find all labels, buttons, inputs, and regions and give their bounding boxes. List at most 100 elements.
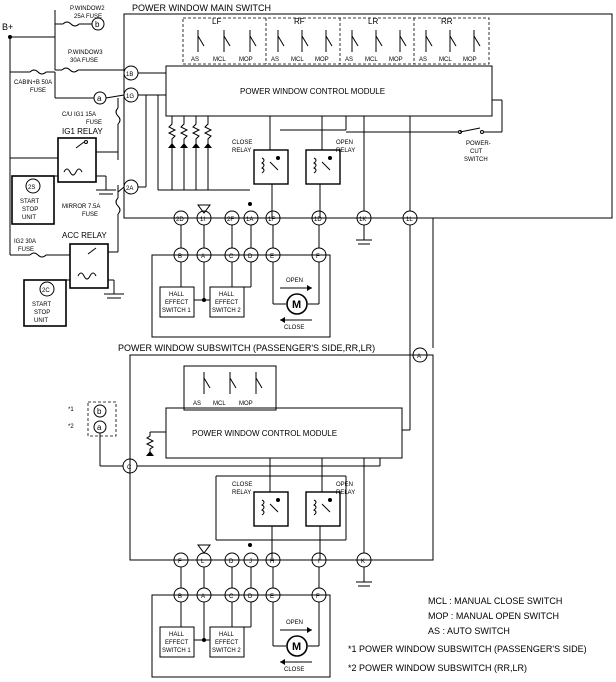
pw3-fuse-label: P.WINDOW3: [68, 50, 103, 56]
sub-hall1-line2: EFFECT: [165, 640, 189, 646]
rr-mcl: MCL: [439, 57, 452, 63]
sub-hall-effect-switch-1: [159, 626, 195, 658]
rr-mop: MOP: [463, 57, 477, 63]
pw2-fuse-symbol: [62, 21, 80, 27]
hall1-line1: HALL: [169, 292, 185, 298]
legend-as: AS : AUTO SWITCH: [428, 626, 510, 636]
hall-effect-switch-1: [159, 286, 195, 318]
ig1-relay-label: IG1 RELAY: [62, 127, 103, 136]
sub-fuse-conn-b-label: b: [97, 407, 102, 416]
main-open-relay-label: OPEN: [336, 140, 353, 146]
conn-1i-label: 1I: [200, 217, 205, 223]
cu-fuse-symbol: [115, 107, 121, 125]
sub-conn-a-label: A: [417, 354, 421, 360]
hall2-line1: HALL: [219, 292, 235, 298]
sub-hall-effect-switch-2: [209, 626, 245, 658]
sub-conn-c-label: C: [127, 465, 132, 471]
acc-relay-coil: [77, 272, 97, 280]
sub-motor-conn-f-label: F: [316, 594, 320, 600]
main-close-relay-word: RELAY: [232, 148, 251, 154]
sub-control-module: [165, 407, 403, 459]
sub-open-relay-label: OPEN: [336, 482, 353, 488]
motor-conn-b-label: B: [178, 254, 182, 260]
conn-2f-label: 2F: [227, 217, 234, 223]
sub-motor-label: M: [292, 641, 301, 653]
ssu2-line3: UNIT: [34, 318, 48, 324]
bplus-label: B+: [2, 22, 13, 32]
conn-2d-label: 2D: [176, 217, 184, 223]
conn-1l-label: 1L: [406, 217, 413, 223]
motor-conn-f-label: F: [316, 254, 320, 260]
cu-fuse-rating: FUSE: [86, 120, 102, 126]
sub-mcl: MCL: [213, 401, 226, 407]
main-close-relay-label: CLOSE: [232, 140, 252, 146]
lr-as: AS: [345, 57, 353, 63]
ig2-fuse-rating: FUSE: [18, 247, 34, 253]
main-close-relay: [253, 149, 289, 185]
ssu1-line2: STOP: [22, 207, 38, 213]
motor-conn-d-label: D: [248, 254, 253, 260]
conn-1g-label: 1G: [126, 94, 134, 100]
conn-2a-label: 2A: [126, 186, 133, 192]
sub-switch-group-box: [183, 365, 277, 411]
ig1-relay-coil: [63, 168, 83, 176]
sub-motor-conn-b-label: B: [178, 594, 182, 600]
main-open-label: OPEN: [286, 278, 303, 284]
sub-conn-l-label: L: [201, 559, 205, 565]
group-rf: RF: [294, 17, 305, 26]
main-control-module-label: POWER WINDOW CONTROL MODULE: [240, 87, 385, 96]
sub-control-module-label: POWER WINDOW CONTROL MODULE: [192, 429, 337, 438]
lf-as: AS: [191, 57, 199, 63]
pw2-fuse-rating: 25A FUSE: [74, 14, 102, 20]
motor-conn-c-label: C: [229, 254, 234, 260]
acc-relay-box: [69, 243, 109, 289]
ground-symbol: [356, 581, 372, 587]
note1-mark: *1: [68, 407, 74, 413]
sub-as: AS: [193, 401, 201, 407]
sub-close-relay-label: CLOSE: [232, 482, 252, 488]
note2-mark: *2: [68, 424, 74, 430]
mirror-fuse-symbol: [115, 197, 121, 215]
sub-conn-h-label: H: [270, 559, 274, 565]
main-close-label: CLOSE: [284, 325, 304, 331]
ground-symbol: [96, 176, 116, 195]
group-lf: LF: [212, 17, 221, 26]
group-lr: LR: [368, 17, 378, 26]
legend: MCL : MANUAL CLOSE SWITCH MOP : MANUAL O…: [348, 596, 587, 673]
ssu1-line3: UNIT: [22, 215, 36, 221]
sub-hall2-line2: EFFECT: [215, 640, 239, 646]
lr-mcl: MCL: [365, 57, 378, 63]
conn-1a-label: 1A: [246, 217, 253, 223]
sub-hall1-line1: HALL: [169, 632, 185, 638]
main-motor-assembly: B A C D E F HALL EFFECT SWITCH 1 HALL EF…: [151, 225, 331, 338]
motor-conn-e-label: E: [270, 254, 274, 260]
sub-conn-d-label: D: [229, 559, 234, 565]
sub-hall2-line3: SWITCH 2: [212, 648, 241, 654]
sub-mop: MOP: [239, 401, 253, 407]
resistor-network: [158, 116, 250, 191]
ig1-relay-box: [57, 137, 97, 183]
main-motor-label: M: [292, 299, 301, 311]
rf-as: AS: [271, 57, 279, 63]
sub-open-label: OPEN: [286, 620, 303, 626]
rr-as: AS: [419, 57, 427, 63]
legend-note2: *2 POWER WINDOW SUBSWITCH (RR,LR): [348, 663, 527, 673]
sub-switch-title: POWER WINDOW SUBSWITCH (PASSENGER'S SIDE…: [118, 343, 375, 353]
legend-note1: *1 POWER WINDOW SUBSWITCH (PASSENGER'S S…: [348, 644, 587, 654]
main-switch: POWER WINDOW MAIN SWITCH LF RF LR RR AS …: [105, 3, 613, 245]
main-open-relay: [305, 149, 341, 185]
cu-fuse-label: C/U IG1 15A: [62, 112, 96, 118]
conn-2c: [39, 281, 55, 297]
ssu2-line1: START: [32, 302, 51, 308]
ground-symbol: [104, 280, 124, 299]
sub-motor: [286, 635, 308, 657]
pw3-fuse-rating: 30A FUSE: [70, 58, 98, 64]
note-box: [87, 401, 117, 437]
fuse-conn-a-top-label: a: [97, 94, 102, 103]
sub-hall2-line1: HALL: [219, 632, 235, 638]
sub-open-relay: [305, 491, 341, 527]
cabin-fuse-label: CABIN+B 50A: [14, 80, 52, 86]
rf-mop: MOP: [315, 57, 329, 63]
sub-conn-f-label: F: [178, 559, 182, 565]
main-motor: [286, 293, 308, 315]
